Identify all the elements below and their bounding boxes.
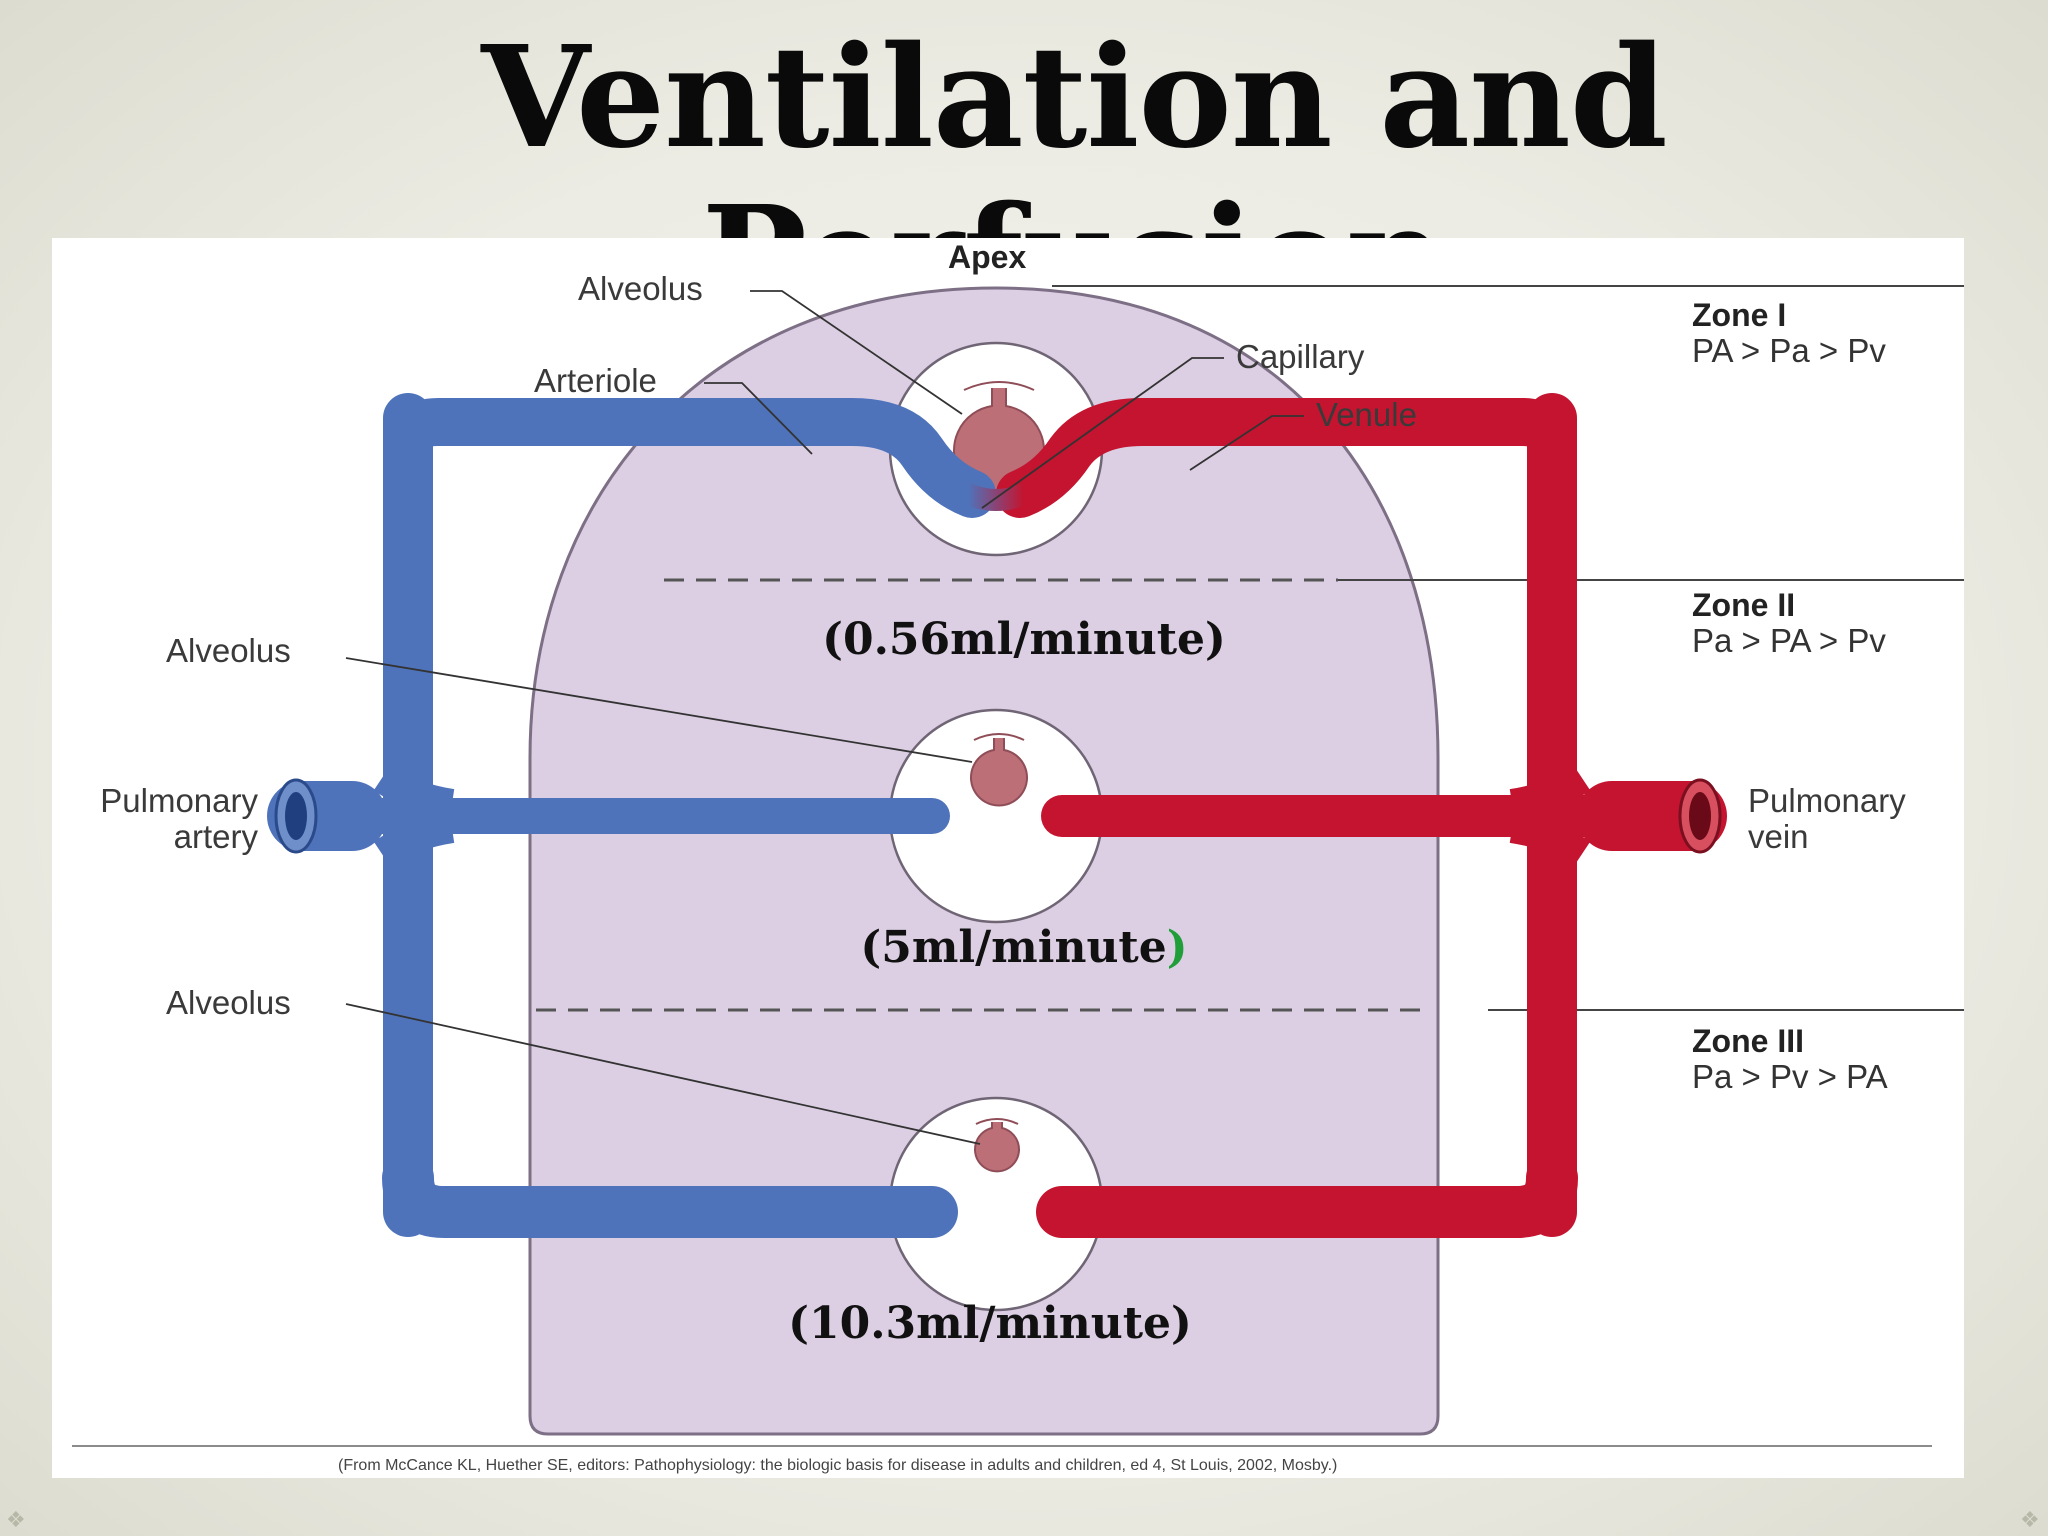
label-capillary: Capillary [1236,338,1365,375]
source-citation: (From McCance KL, Huether SE, editors: P… [338,1457,1337,1474]
capillary-top [957,483,1035,511]
venous-branch-upper [1509,765,1591,819]
label-alveolus-bottom: Alveolus [166,984,291,1021]
zone-2-name: Zone II [1692,587,1795,623]
label-pulmonary-vein-2: vein [1748,818,1809,855]
zone-2-relation: Pa > PA > Pv [1692,622,1886,659]
zone-1-name: Zone I [1692,297,1786,333]
rate-zone-1: (0.56ml/minute) [822,614,1226,665]
label-arteriole: Arteriole [534,362,657,399]
pulmonary-artery-opening [274,778,318,854]
label-pulmonary-vein-1: Pulmonary [1748,782,1906,819]
arterial-branch-lower [373,813,455,867]
label-pulmonary-artery-1: Pulmonary [100,782,258,819]
arterial-vessels [267,393,996,1238]
venous-branch-lower [1509,813,1591,867]
apex-label: Apex [948,239,1026,275]
rate-zone-2: (5ml/minute) [860,922,1187,973]
label-pulmonary-artery-2: artery [174,818,259,855]
label-venule: Venule [1316,396,1417,433]
rate-zone-2-close: ) [1167,922,1188,973]
rate-zone-3: (10.3ml/minute) [788,1298,1192,1349]
label-alveolus-mid: Alveolus [166,632,291,669]
bullet-marker-right: ❖ [2020,1508,2040,1533]
rate-zone-2-value: (5ml/minute [860,922,1166,973]
bullet-marker-left: ❖ [6,1508,26,1533]
pulmonary-vein-opening [1678,778,1722,854]
label-alveolus-top: Alveolus [578,270,703,307]
zone-1-relation: PA > Pa > Pv [1692,332,1886,369]
leader-lines [345,290,1304,1145]
alveolus-bottom [974,1118,1020,1173]
zone-3-relation: Pa > Pv > PA [1692,1058,1888,1095]
arterial-branch-upper [373,765,455,819]
zone-3-name: Zone III [1692,1023,1804,1059]
ventilation-perfusion-diagram: Apex Alveolus Arteriole Capillary Venule… [52,238,1964,1478]
